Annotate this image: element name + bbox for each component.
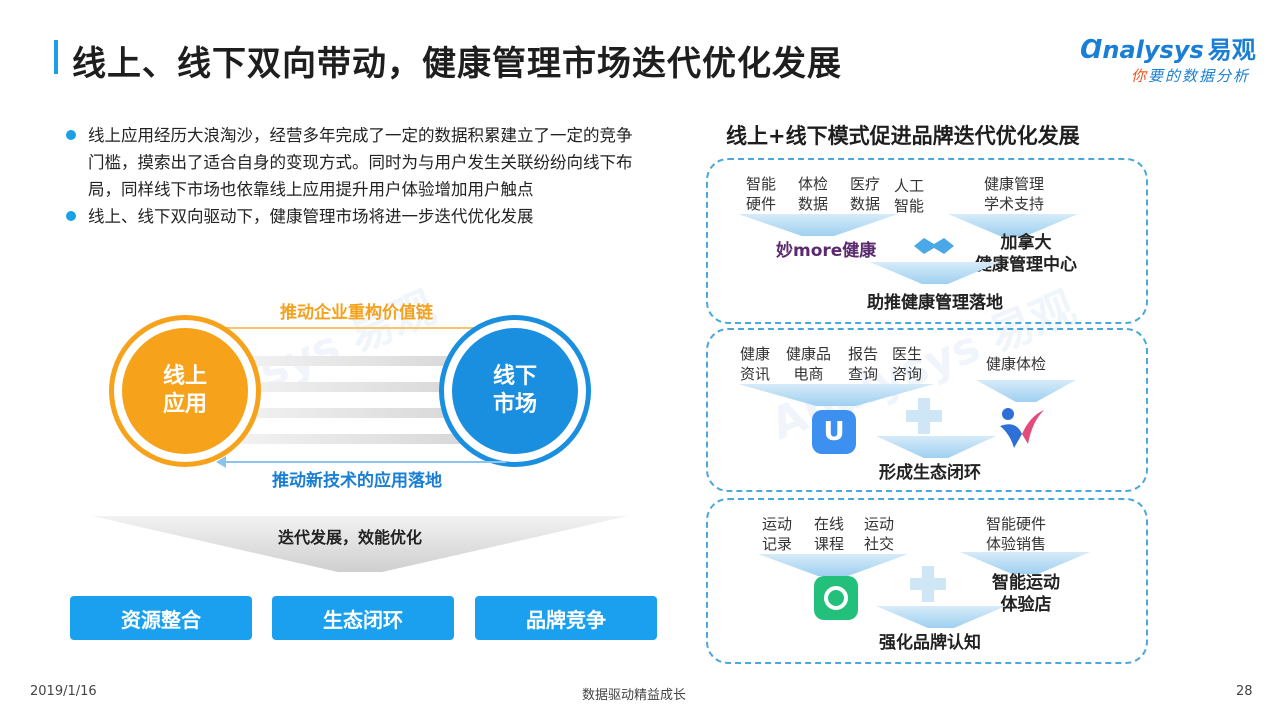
logo-slogan: 你要的数据分析 (1130, 67, 1250, 85)
bullet-item: 线上应用经历大浪淘沙，经营多年完成了一定的数据积累建立了一定的竞争门槛，摸索出了… (66, 122, 646, 203)
checkup-brand-icon (1000, 408, 1044, 448)
logo-a-icon: Ɑ (1080, 35, 1103, 65)
tag-checkup-data: 体检数据 (798, 175, 829, 213)
miao-more-logo: 妙more健康 (776, 241, 877, 261)
app-u-icon: U (812, 410, 856, 454)
top-arrow-label: 推动企业重构价值链 (280, 303, 433, 323)
panel-eco-loop (706, 328, 1148, 492)
tag-sport-social: 运动社交 (864, 515, 895, 553)
offline-market-circle: 线下市场 (452, 328, 578, 454)
footer-slogan: 数据驱动精益成长 (582, 688, 687, 703)
footer-page-number: 28 (1236, 684, 1253, 699)
tag-medical-data: 医疗数据 (850, 175, 881, 213)
flow-line (230, 356, 480, 366)
top-arrow-icon (200, 322, 500, 334)
bottom-arrow-label: 推动新技术的应用落地 (272, 471, 442, 491)
tag-health-news: 健康资讯 (740, 345, 771, 383)
panel1-result: 助推健康管理落地 (867, 293, 1003, 313)
panel-brand-awareness (706, 498, 1148, 664)
bullet-list: 线上应用经历大浪淘沙，经营多年完成了一定的数据积累建立了一定的竞争门槛，摸索出了… (66, 122, 646, 230)
funnel-shape (92, 516, 628, 572)
footer-date: 2019/1/16 (30, 684, 97, 699)
resource-integration-button: 资源整合 (70, 596, 252, 640)
panel-health-management (706, 158, 1148, 324)
flow-line (230, 408, 480, 418)
page-title: 线上、线下双向带动，健康管理市场迭代优化发展 (72, 44, 842, 84)
canada-center-label: 加拿大健康管理中心 (975, 233, 1077, 275)
plus-icon (910, 566, 946, 602)
tag-ai: 人工智能 (894, 177, 925, 215)
flow-line (230, 434, 480, 444)
panel3-result: 强化品牌认知 (879, 633, 981, 653)
keep-app-glyph-icon (824, 586, 848, 610)
eco-loop-button: 生态闭环 (272, 596, 454, 640)
bottom-arrow-icon (216, 456, 506, 468)
bullet-dot-icon (66, 130, 76, 140)
brand-competition-button: 品牌竞争 (475, 596, 657, 640)
flow-line (230, 382, 480, 392)
plus-icon (906, 398, 942, 434)
tag-sport-record: 运动记录 (762, 515, 793, 553)
online-app-circle: 线上应用 (122, 328, 248, 454)
tag-health-ecommerce: 健康品电商 (786, 345, 832, 383)
keep-app-icon (814, 576, 858, 620)
bullet-item: 线上、线下双向驱动下，健康管理市场将进一步迭代优化发展 (66, 203, 646, 230)
tag-hardware-sales: 智能硬件体验销售 (986, 515, 1047, 553)
tag-academic-support: 健康管理学术支持 (984, 175, 1045, 213)
tag-health-checkup: 健康体检 (986, 355, 1047, 373)
panel2-result: 形成生态闭环 (879, 463, 981, 483)
tag-doctor-consult: 医生咨询 (892, 345, 923, 383)
funnel-label: 迭代发展，效能优化 (278, 528, 423, 547)
tag-report-query: 报告查询 (848, 345, 879, 383)
tag-smart-hardware: 智能硬件 (746, 175, 777, 213)
right-section-title: 线上+线下模式促进品牌迭代优化发展 (726, 124, 1080, 148)
bullet-dot-icon (66, 211, 76, 221)
title-accent-bar (54, 40, 58, 74)
tag-online-course: 在线课程 (814, 515, 845, 553)
smart-sport-store-label: 智能运动体验店 (992, 573, 1060, 615)
handshake-icon (914, 238, 954, 254)
